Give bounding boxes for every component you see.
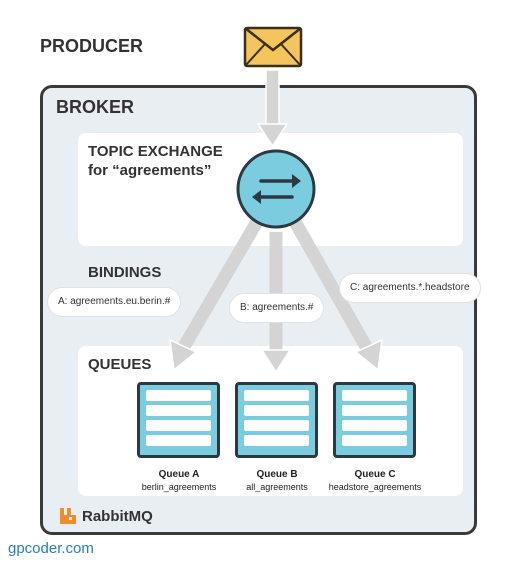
watermark-text: gpcoder.com — [8, 540, 94, 557]
queue-c-routing: headstore_agreements — [328, 482, 422, 492]
bindings-label: BINDINGS — [88, 264, 162, 281]
queue-b — [235, 382, 318, 458]
binding-c-bubble: C: agreements.*.headstore — [340, 274, 480, 302]
envelope-icon — [243, 26, 303, 68]
arrow-to-queue-c — [288, 216, 374, 354]
queue-c-name: Queue C — [354, 469, 396, 480]
exchange-title-line1: TOPIC EXCHANGE — [88, 143, 223, 160]
brand-name: RabbitMQ — [82, 508, 153, 525]
rabbitmq-logo-icon — [60, 508, 76, 524]
exchange-title-line2: for “agreements” — [88, 162, 212, 179]
queue-a-name: Queue A — [158, 469, 200, 480]
queue-a-routing: berlin_agreements — [141, 482, 217, 492]
swap-arrows-icon — [236, 149, 316, 229]
arrow-to-queue-a — [176, 216, 264, 354]
exchange-title: TOPIC EXCHANGE for “agreements” — [88, 142, 223, 180]
binding-b-bubble: B: agreements.# — [230, 294, 324, 322]
broker-label: BROKER — [56, 97, 135, 117]
queue-a — [137, 382, 220, 458]
binding-a-bubble: A: agreements.eu.berin.# — [48, 288, 181, 316]
queue-b-routing: all_agreements — [246, 482, 308, 492]
queues-label: QUEUES — [88, 356, 152, 373]
queue-b-name: Queue B — [256, 469, 298, 480]
producer-label: PRODUCER — [40, 36, 144, 56]
producer-to-exchange-arrow — [256, 69, 289, 148]
queue-c — [333, 382, 416, 458]
